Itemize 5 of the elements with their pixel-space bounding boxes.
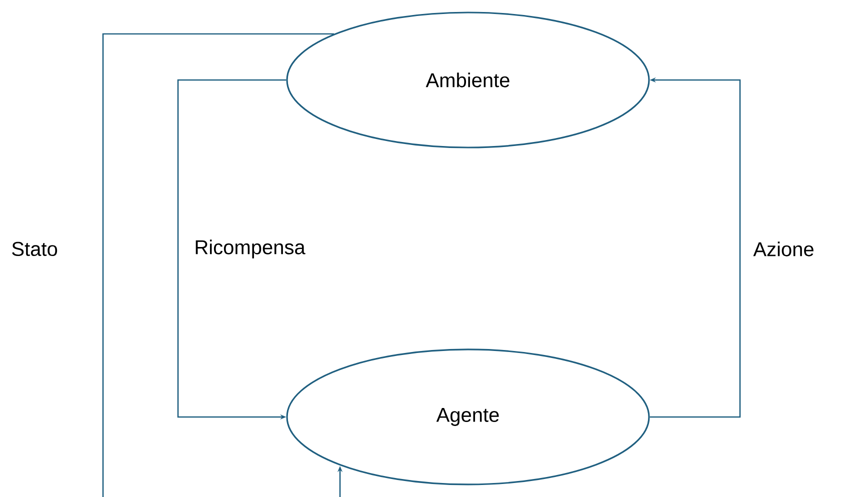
edge-label: Azione [753,242,814,256]
ellipse-node: Ambiente [286,12,650,148]
edge-label: Ricompensa [196,240,306,258]
edge-label: Stato [12,242,58,256]
ellipse-node: Agente [286,348,650,486]
